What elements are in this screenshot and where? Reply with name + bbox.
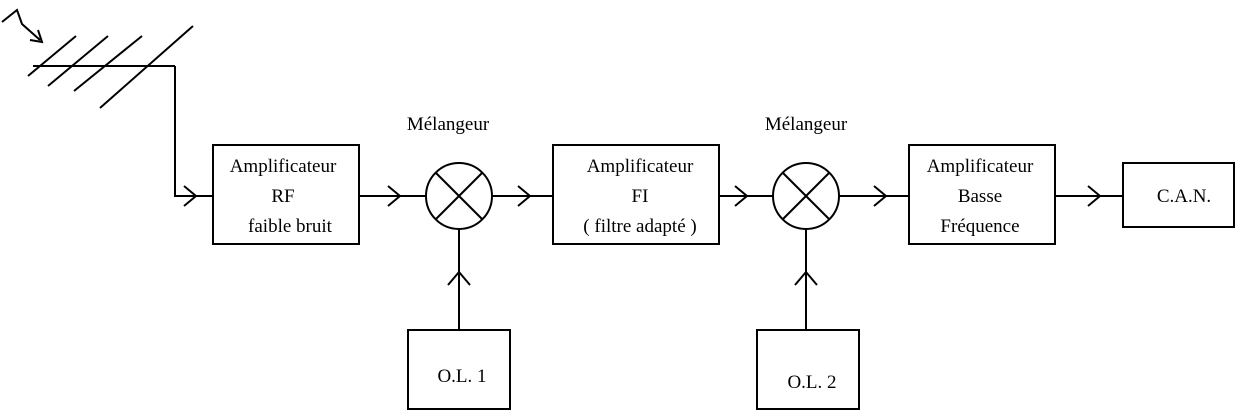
fi-amplifier-block bbox=[552, 144, 720, 245]
rf-amp-line-3: faible bruit bbox=[248, 216, 333, 237]
ol2-block bbox=[756, 329, 860, 410]
can-block bbox=[1122, 162, 1235, 228]
bf-amplifier-block bbox=[908, 144, 1056, 245]
bf-amp-line-1: Amplificateur bbox=[927, 156, 1034, 177]
rf-amp-line-1: Amplificateur bbox=[230, 156, 337, 177]
fi-amp-line-1: Amplificateur bbox=[587, 156, 694, 177]
antenna bbox=[1, 8, 213, 207]
fi-amp-line-3: ( filtre adapté ) bbox=[583, 216, 696, 237]
arrow-to-rf-amp bbox=[183, 185, 198, 207]
rf-amp-line-2: RF bbox=[271, 186, 294, 207]
arrow-to-fi-amp bbox=[517, 185, 532, 207]
arrow-ol1-up bbox=[447, 270, 471, 286]
antenna-element-4 bbox=[99, 25, 194, 109]
bf-amp-line-3: Fréquence bbox=[940, 216, 1019, 237]
antenna-element-1 bbox=[27, 35, 77, 77]
ol1-block bbox=[407, 329, 511, 410]
arrow-to-bf-amp bbox=[873, 185, 888, 207]
mixer-2 bbox=[772, 162, 840, 230]
arrow-to-mixer2 bbox=[734, 185, 749, 207]
ol2-label: O.L. 2 bbox=[787, 372, 836, 393]
arrow-ol2-up bbox=[794, 270, 818, 286]
mixer-1 bbox=[425, 162, 493, 230]
mixer-1-cross-b bbox=[435, 172, 483, 220]
ol1-label: O.L. 1 bbox=[437, 366, 486, 387]
bf-amp-line-2: Basse bbox=[958, 186, 1002, 207]
incoming-wave-arrowhead bbox=[29, 29, 44, 44]
mixer-2-label: Mélangeur bbox=[765, 114, 848, 135]
antenna-feed-line bbox=[174, 66, 213, 197]
rf-amplifier-block bbox=[212, 144, 360, 245]
arrow-to-mixer1 bbox=[387, 185, 402, 207]
mixer-1-label: Mélangeur bbox=[407, 114, 490, 135]
fi-amp-line-2: FI bbox=[632, 186, 649, 207]
can-label: C.A.N. bbox=[1157, 186, 1211, 207]
incoming-wave-icon bbox=[1, 8, 41, 41]
antenna-element-3 bbox=[73, 35, 143, 92]
mixer-2-cross-b bbox=[782, 172, 830, 220]
arrow-to-can bbox=[1087, 185, 1102, 207]
antenna-element-2 bbox=[47, 35, 109, 87]
